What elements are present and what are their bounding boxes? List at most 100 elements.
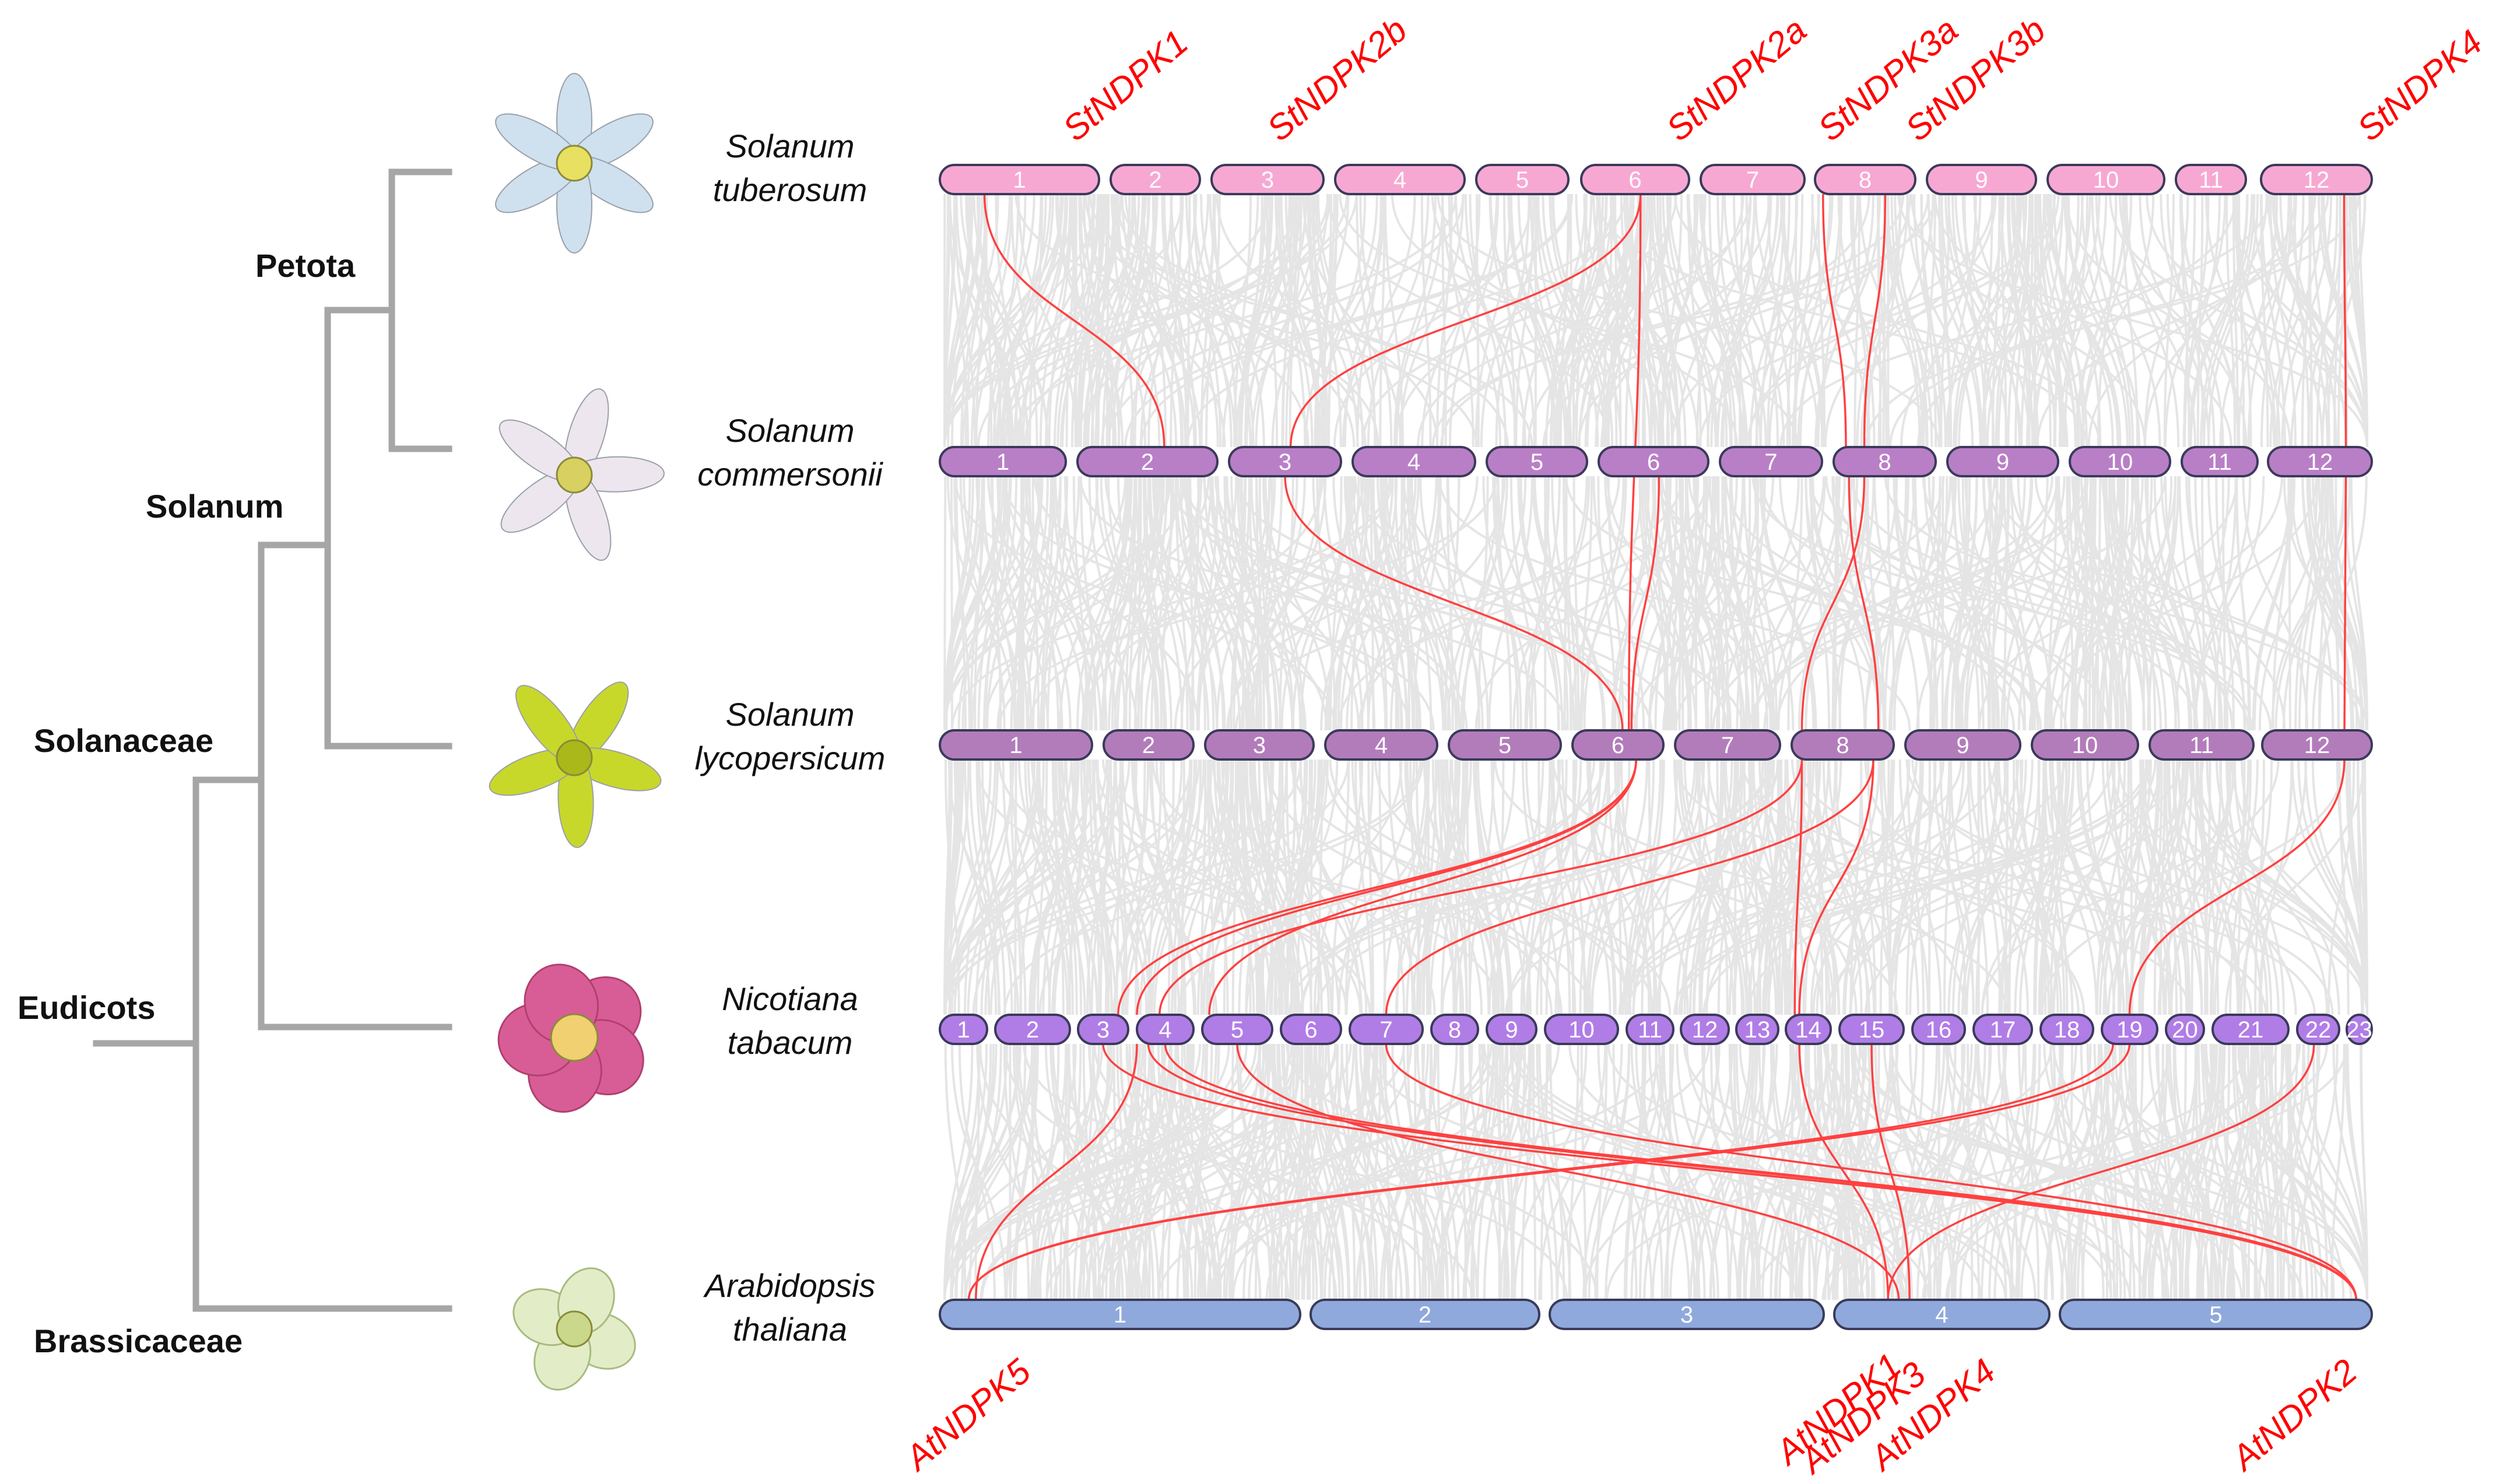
background-link (1853, 194, 1861, 448)
background-link (1090, 759, 1117, 1015)
background-link (1545, 194, 1593, 448)
background-link (1777, 476, 1846, 731)
background-link (2055, 476, 2129, 731)
background-link (2247, 194, 2290, 448)
background-link (1621, 759, 1699, 1015)
background-link (2221, 1043, 2255, 1300)
background-link (1150, 476, 1174, 731)
background-link (1196, 476, 1255, 731)
background-link (1800, 1043, 1849, 1300)
chromosome-label: 2 (1419, 1302, 1431, 1328)
chromosome-sc-6: 6 (1598, 446, 1709, 477)
clade-labels: Petota Solanum Solanaceae Eudicots Brass… (17, 247, 356, 1359)
background-link (1651, 194, 1680, 448)
chromosome-nt-4: 4 (1136, 1014, 1195, 1045)
ndpk-link (2343, 476, 2347, 731)
background-link (1767, 194, 1791, 448)
background-link (2232, 194, 2368, 448)
background-link (1117, 476, 1160, 731)
chromosome-label: 17 (1990, 1017, 2016, 1043)
background-link (1431, 194, 1680, 448)
background-link (1764, 759, 1786, 1015)
background-link (1176, 1043, 1220, 1300)
background-link (1488, 476, 1533, 731)
background-link (1767, 759, 1842, 1015)
background-link (1317, 759, 1324, 1015)
background-link (2110, 759, 2297, 1015)
chromosome-nt-10: 10 (1544, 1014, 1619, 1045)
background-link (1148, 759, 1198, 1015)
background-link (1358, 1043, 1376, 1300)
background-link (1575, 194, 1635, 448)
background-link (1082, 476, 1159, 731)
background-link (1059, 476, 1128, 731)
background-link (1707, 194, 1779, 448)
chromosome-bar (2039, 1014, 2094, 1045)
background-link (1475, 759, 1513, 1015)
background-link (1329, 476, 1343, 731)
background-link (1371, 476, 1420, 731)
background-link (1816, 759, 1828, 1015)
ndpk-link (1863, 194, 1887, 448)
background-link (986, 476, 1044, 731)
background-link (2345, 759, 2368, 1015)
background-link (1489, 194, 1558, 448)
chromosome-bar (1832, 446, 1937, 477)
background-link (1102, 759, 1592, 1015)
background-link (1248, 759, 1304, 1015)
background-link (1040, 476, 1055, 731)
background-link (1093, 759, 1110, 1015)
background-link (1894, 194, 1929, 448)
background-link (1552, 194, 1614, 448)
background-link (2318, 476, 2329, 731)
background-link (1245, 759, 1288, 1015)
flower-icon-nt (497, 963, 644, 1113)
background-link (1509, 476, 1537, 731)
background-link (1883, 1043, 2013, 1300)
background-link (1284, 1043, 1317, 1300)
background-link (1304, 1043, 1315, 1300)
background-link (1238, 1043, 1272, 1300)
chromosome-sl-2: 2 (1103, 729, 1195, 761)
chromosome-bar (939, 164, 1100, 195)
gene-label-stndpk4: StNDPK4 (2350, 23, 2490, 149)
ndpk-link (1117, 759, 1637, 1015)
background-link (943, 759, 1014, 1015)
species-name-thaliana-genus: Arabidopsis (703, 1267, 876, 1304)
chromosome-bar (1310, 1299, 1540, 1330)
chromosome-bar (939, 446, 1067, 477)
background-link (2207, 194, 2259, 448)
chromosome-bar (1351, 446, 1476, 477)
chromosome-st-1: 1 (939, 164, 1100, 195)
background-link (1255, 476, 1302, 731)
background-link (1367, 194, 1430, 448)
chromosome-bar (1334, 164, 1466, 195)
background-link (1193, 194, 1222, 448)
background-link (1255, 476, 1265, 731)
background-link (2179, 194, 2241, 448)
background-link (1586, 194, 1642, 448)
background-link (1796, 1043, 1830, 1300)
background-link (1497, 476, 1512, 731)
background-link (1745, 194, 1779, 448)
background-link (1182, 476, 1637, 731)
chromosome-bar (1972, 1014, 2033, 1045)
chromosome-at-2: 2 (1310, 1299, 1540, 1330)
background-link (984, 476, 1210, 731)
background-link (1705, 759, 1753, 1015)
chromosome-bar (1911, 1014, 1966, 1045)
ndpk-link (1870, 1043, 1911, 1300)
background-link (1494, 759, 1899, 1015)
background-link (1360, 476, 1409, 731)
background-link (1750, 1043, 1820, 1300)
chromosome-label: 4 (1375, 733, 1388, 758)
background-link (1044, 194, 1099, 448)
chromosome-bar (2046, 164, 2165, 195)
background-link (1340, 1043, 1410, 1300)
chromosome-sc-7: 7 (1719, 446, 1823, 477)
chromosome-nt-1: 1 (939, 1014, 988, 1045)
background-link (943, 476, 984, 731)
background-link (1026, 476, 1053, 731)
chromosome-label: 20 (2172, 1017, 2198, 1043)
